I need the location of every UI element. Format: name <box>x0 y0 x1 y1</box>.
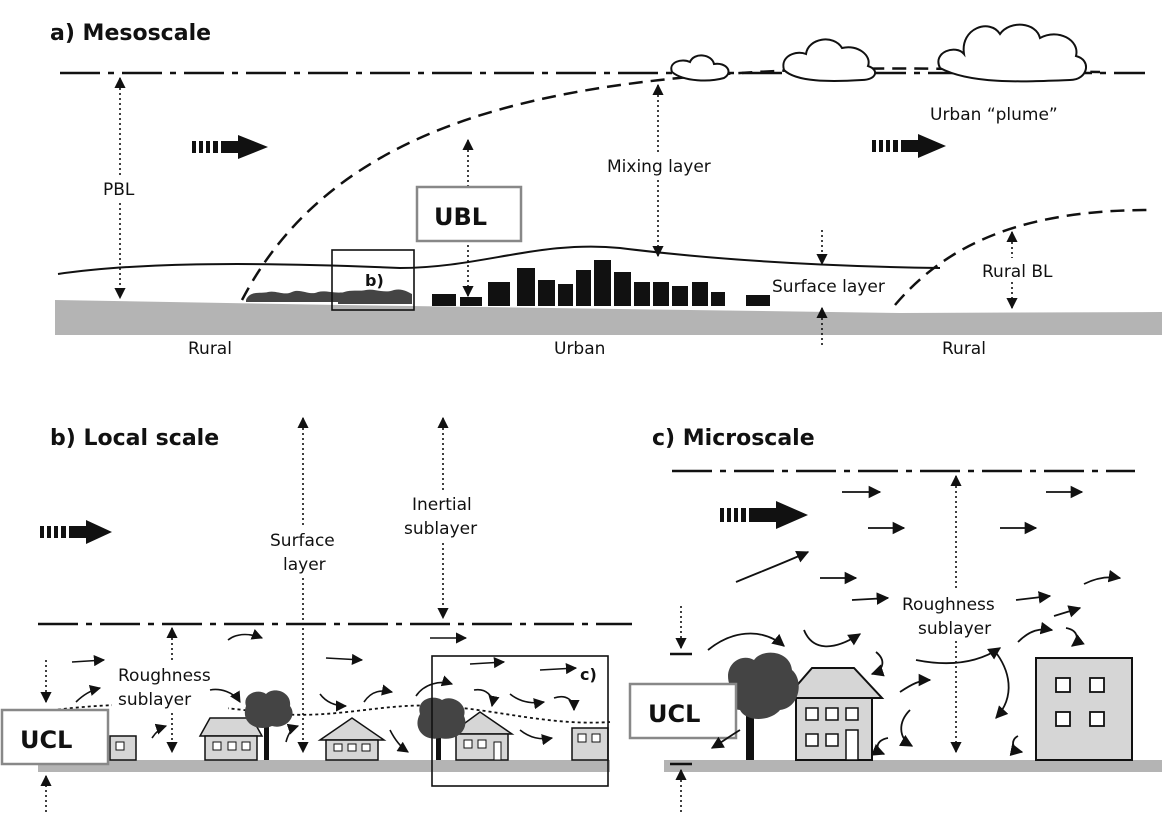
surface-layer-line <box>57 245 941 275</box>
rural-bl-boundary <box>894 208 1151 306</box>
inset-c-label: c) <box>580 665 597 684</box>
rural-left-label: Rural <box>188 339 232 359</box>
inertial-label-line2: sublayer <box>404 519 477 539</box>
flow-arrows-c <box>707 485 1122 756</box>
surface-label-line1: Surface <box>270 531 335 551</box>
panel-local-scale: b) Local scale <box>0 416 632 812</box>
ground-b <box>38 760 610 772</box>
surface-label-line2: layer <box>283 555 326 575</box>
rural-bl-label-bg <box>978 258 1050 282</box>
rural-bl-label: Rural BL <box>982 262 1053 282</box>
roughness-label-bg-c <box>896 590 1014 640</box>
rural-right-label: Rural <box>942 339 986 359</box>
inset-b-label: b) <box>365 271 384 290</box>
mixing-label: Mixing layer <box>607 157 711 177</box>
wind-arrow-right <box>872 134 946 158</box>
tall-building-c <box>1035 657 1133 761</box>
roughness-label-bg-b <box>112 662 228 712</box>
plume-label: Urban “plume” <box>930 105 1058 125</box>
rural-vegetation-2 <box>338 289 412 304</box>
ubl-boundary <box>240 67 1101 301</box>
inertial-label-bg <box>404 490 488 542</box>
inset-box-b <box>331 249 415 311</box>
ucl-box-b <box>0 708 110 766</box>
wind-arrow-left <box>192 135 268 159</box>
panel-microscale: c) Microscale <box>628 426 1162 812</box>
inertial-label-line1: Inertial <box>412 495 472 515</box>
inset-box-c <box>431 655 609 787</box>
city-buildings <box>432 260 770 306</box>
pbl-label-bg <box>102 176 142 200</box>
wind-arrow-b <box>40 520 112 544</box>
cloud-medium <box>782 38 877 82</box>
urban-label: Urban <box>554 339 605 359</box>
ucl-label-c: UCL <box>648 700 700 728</box>
cloud-large <box>937 23 1087 83</box>
ucl-box-c <box>628 682 738 740</box>
wind-arrow-c <box>720 501 808 529</box>
roughness-label-b-line1: Roughness <box>118 666 211 686</box>
roughness-label-c-line2: sublayer <box>918 619 991 639</box>
ubl-label: UBL <box>434 203 487 231</box>
rural-vegetation <box>246 290 346 302</box>
roughness-label-b-line2: sublayer <box>118 690 191 710</box>
trees-b <box>244 690 466 760</box>
surface-layer-label-bg-b <box>266 527 344 577</box>
ground-c <box>664 760 1162 772</box>
ubl-box <box>415 185 523 243</box>
surface-layer-label: Surface layer <box>772 277 885 297</box>
cloud-small <box>670 54 730 82</box>
panel-a-title: a) Mesoscale <box>50 21 211 46</box>
roughness-label-c-line1: Roughness <box>902 595 995 615</box>
panel-c-title: c) Microscale <box>652 426 815 451</box>
pbl-label: PBL <box>103 180 135 200</box>
houses-b <box>109 711 609 761</box>
flow-arrows-b <box>71 629 580 753</box>
tree-c <box>724 652 799 760</box>
canopy-line-b <box>39 703 611 724</box>
panel-b-title: b) Local scale <box>50 426 219 451</box>
mixing-label-bg <box>602 152 730 178</box>
panel-mesoscale: a) Mesoscale b) <box>50 21 1162 359</box>
ucl-label-b: UCL <box>20 726 72 754</box>
house-c <box>783 667 885 761</box>
